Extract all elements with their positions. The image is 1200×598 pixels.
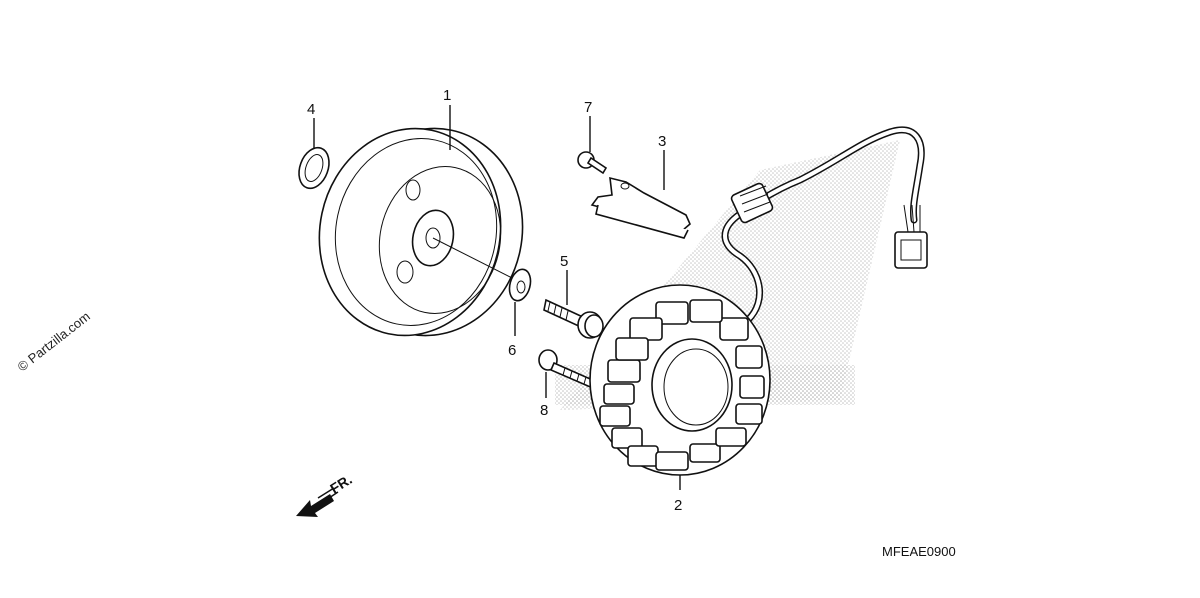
connector-plug bbox=[894, 204, 928, 269]
part-6-washer bbox=[508, 268, 532, 302]
diagram-code: MFEAE0900 bbox=[882, 544, 956, 559]
callout-4: 4 bbox=[307, 101, 315, 118]
callout-5: 5 bbox=[560, 253, 568, 270]
grommet bbox=[730, 182, 774, 224]
part-1-flywheel bbox=[318, 127, 524, 337]
callout-6: 6 bbox=[508, 342, 516, 359]
callout-2: 2 bbox=[674, 497, 682, 514]
callout-7: 7 bbox=[584, 99, 592, 116]
axis-line bbox=[432, 237, 521, 283]
part-2-stator bbox=[589, 284, 771, 476]
front-indicator-label: FR. bbox=[327, 471, 355, 497]
part-5-bolt bbox=[543, 298, 604, 339]
callout-8: 8 bbox=[540, 402, 548, 419]
callout-1: 1 bbox=[443, 87, 451, 104]
part-4-ring bbox=[298, 146, 330, 190]
watermark-text: © Partzilla.com bbox=[15, 309, 93, 375]
part-7-bolt bbox=[577, 151, 608, 175]
part-3-bracket bbox=[590, 176, 691, 239]
front-arrow bbox=[296, 487, 339, 517]
wire-harness bbox=[721, 126, 928, 324]
callout-3: 3 bbox=[658, 133, 666, 150]
part-8-screw bbox=[538, 349, 598, 391]
